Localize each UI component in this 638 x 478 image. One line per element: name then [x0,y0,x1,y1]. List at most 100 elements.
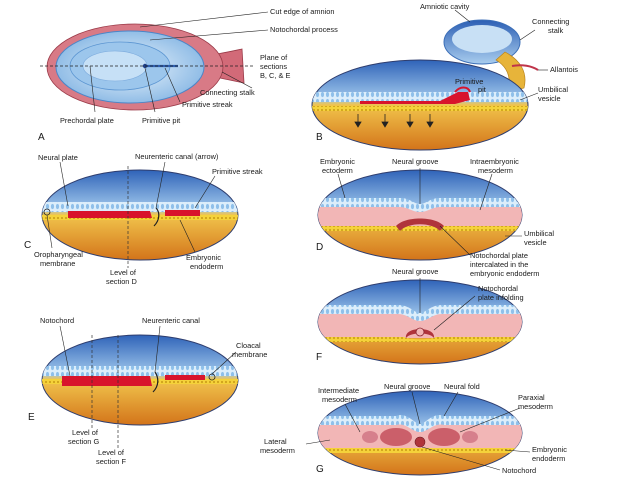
label-paraxial-1: Paraxial [518,393,545,402]
section-b-body [311,59,529,151]
label-primitive-streak-a: Primitive streak [182,100,233,109]
label-neurenteric-canal-e: Neurenteric canal [142,316,200,325]
label-embryonic-endoderm-g1: Embryonic [532,445,567,454]
label-notochord-g: Notochord [502,466,536,475]
panel-letter-c: C [24,240,31,251]
ectoderm-f [318,305,522,321]
label-embryonic-ectoderm-1: Embryonic [320,157,355,166]
panel-e: Notochord Neurenteric canal Cloacal memb… [28,316,267,466]
panel-a: Cut edge of amnion Notochordal process P… [38,7,338,143]
label-connecting-stalk-a: Connecting stalk [200,88,255,97]
mesoderm-d [318,205,522,227]
label-plane-line1: Plane of [260,53,288,62]
ectoderm-b [312,92,528,102]
label-primitive-streak-c: Primitive streak [212,167,263,176]
ectoderm-e [42,366,238,376]
label-prechordal-plate: Prechordal plate [60,116,114,125]
paraxial-right-g [428,428,460,446]
panel-letter-b: B [316,132,323,143]
label-connecting-stalk-b2: stalk [548,26,564,35]
label-neural-fold: Neural fold [444,382,480,391]
endoderm-b [312,106,528,111]
label-notochordal-infolding-2: plate infolding [478,293,524,302]
label-notochordal-plate-3: embryonic endoderm [470,269,539,278]
amniotic-cavity-inner [452,25,512,53]
label-primitive-pit-b1: Primitive [455,77,483,86]
neurenteric-canal-e [152,371,159,393]
label-primitive-pit-a: Primitive pit [142,116,180,125]
label-embryonic-endoderm-g2: endoderm [532,454,565,463]
label-embryonic-endoderm-c2: endoderm [190,262,223,271]
endoderm-f [318,337,522,342]
label-notochord-e: Notochord [40,316,74,325]
allantois-b [511,64,539,71]
notochordal-process-b [360,92,470,104]
label-notochordal-plate-2: intercalated in the [470,260,528,269]
notochordal-plate-d [396,218,444,231]
primitive-streak-c [165,210,200,216]
label-amniotic-cavity: Amniotic cavity [420,2,470,11]
label-neural-plate: Neural plate [38,153,78,162]
panel-letter-g: G [316,464,324,475]
ectoderm-g [318,415,522,432]
intermediate-left-g [362,431,378,443]
label-level-d-2: section D [106,277,137,286]
label-notochordal-plate-1: Notochordal plate [470,251,528,260]
endoderm-d [318,226,522,231]
label-lateral-1: Lateral [264,437,287,446]
label-umbilical-vesicle-d1: Umbilical [524,229,554,238]
label-embryonic-endoderm-c1: Embryonic [186,253,221,262]
label-allantois: Allantois [550,65,578,74]
label-umbilical-vesicle-d2: vesicle [524,238,547,247]
panel-b: Amniotic cavity Connecting stalk Allanto… [311,2,578,151]
notochord-g [414,436,426,448]
notochordal-process-c [68,211,152,218]
label-oropharyngeal-1: Oropharyngeal [34,250,83,259]
label-embryonic-ectoderm-2: ectoderm [322,166,353,175]
label-paraxial-2: mesoderm [518,402,553,411]
label-oropharyngeal-2: membrane [40,259,75,268]
primitive-pit-b [454,86,471,93]
label-level-f-1: Level of [98,448,125,457]
label-plane-line3: B, C, & E [260,71,290,80]
label-notochordal-process: Notochordal process [270,25,338,34]
label-intraembryonic-1: Intraembryonic [470,157,519,166]
label-level-d-1: Level of [110,268,137,277]
panel-letter-a: A [38,132,45,143]
label-primitive-pit-b2: pit [478,85,486,94]
panel-letter-f: F [316,352,322,363]
intermediate-right-g [462,431,478,443]
label-umbilical-vesicle-b1: Umbilical [538,85,568,94]
label-notochordal-infolding-1: Notochordal [478,284,518,293]
panel-c: Neural plate Neurenteric canal (arrow) P… [24,152,263,286]
label-intraembryonic-2: mesoderm [478,166,513,175]
arrows-b [354,114,434,128]
label-intermediate-2: mesoderm [322,395,357,404]
label-cloacal-2: membrane [232,350,267,359]
ectoderm-c [42,202,238,212]
label-level-g-1: Level of [72,428,99,437]
neurenteric-canal-c [153,207,160,227]
label-cut-edge-amnion: Cut edge of amnion [270,7,335,16]
label-level-g-2: section G [68,437,99,446]
panel-letter-e: E [28,412,35,423]
label-level-f-2: section F [96,457,126,466]
label-plane-line2: sections [260,62,287,71]
label-umbilical-vesicle-b2: vesicle [538,94,561,103]
panel-g: Intermediate mesoderm Neural groove Neur… [260,382,567,476]
label-neural-groove-g: Neural groove [384,382,430,391]
label-connecting-stalk-b1: Connecting [532,17,569,26]
label-neural-groove-f: Neural groove [392,267,438,276]
label-neurenteric-canal-c: Neurenteric canal (arrow) [135,152,218,161]
streak-e [165,375,205,380]
ectoderm-d [318,198,522,212]
panel-d: Embryonic ectoderm Neural groove Intraem… [316,157,554,278]
panel-letter-d: D [316,242,323,253]
panel-f: Neural groove Notochordal plate infoldin… [316,267,524,365]
paraxial-left-g [380,428,412,446]
label-neural-groove-d: Neural groove [392,157,438,166]
label-cloacal-1: Cloacal [236,341,261,350]
label-intermediate-1: Intermediate [318,386,359,395]
label-lateral-2: mesoderm [260,446,295,455]
